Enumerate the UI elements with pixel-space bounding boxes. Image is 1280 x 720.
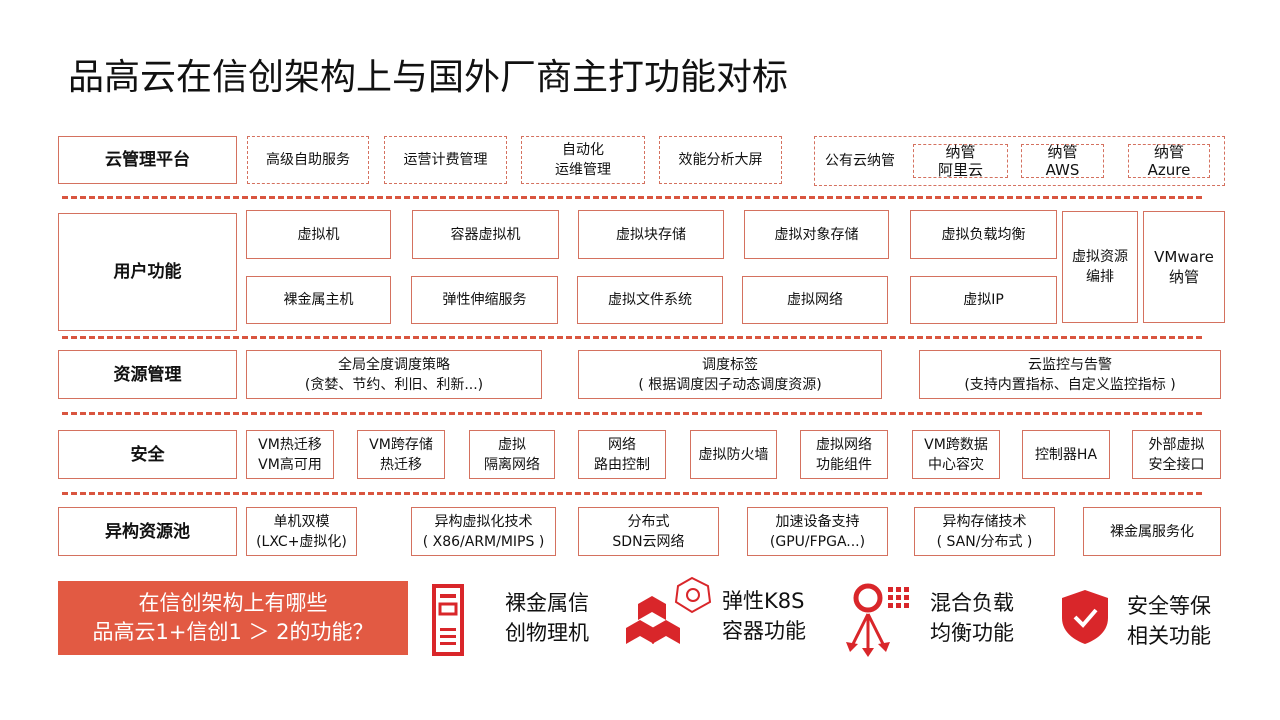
feature-box: 分布式 SDN云网络 — [578, 507, 719, 556]
layer-label-user: 用户功能 — [58, 213, 237, 331]
feature-box: 加速设备支持 (GPU/FPGA...) — [747, 507, 888, 556]
feature-box: 控制器HA — [1022, 430, 1110, 479]
feature-box: 网络 路由控制 — [578, 430, 666, 479]
feature-box: 裸金属服务化 — [1083, 507, 1221, 556]
feature-box: VMware 纳管 — [1143, 211, 1225, 323]
feature-box: 虚拟资源 编排 — [1062, 211, 1138, 323]
feature-box: 裸金属主机 — [246, 276, 391, 324]
feature-k8s: 弹性K8S 容器功能 — [722, 586, 806, 646]
layer-label-resource: 资源管理 — [58, 350, 237, 399]
feature-box: 虚拟网络 功能组件 — [800, 430, 888, 479]
feature-box: 异构虚拟化技术 ( X86/ARM/MIPS ) — [411, 507, 556, 556]
feature-line: 弹性K8S — [722, 589, 805, 613]
feature-security: 安全等保相关功能 — [1127, 591, 1211, 651]
feature-box: VM热迁移 VM高可用 — [246, 430, 334, 479]
feature-box: 虚拟块存储 — [578, 210, 724, 259]
feature-box: 单机双模 (LXC+虚拟化) — [246, 507, 357, 556]
feature-box: 弹性伸缩服务 — [411, 276, 558, 324]
feature-box: 虚拟机 — [246, 210, 391, 259]
feature-box: 运营计费管理 — [384, 136, 507, 184]
feature-box: 云监控与告警 (支持内置指标、自定义监控指标 ) — [919, 350, 1221, 399]
divider — [62, 336, 1202, 339]
feature-box: 虚拟防火墙 — [690, 430, 777, 479]
feature-line: 均衡功能 — [930, 621, 1014, 645]
feature-box: 异构存储技术 ( SAN/分布式 ) — [914, 507, 1055, 556]
divider — [62, 492, 1202, 495]
feature-box: 虚拟IP — [910, 276, 1057, 324]
feature-box: 虚拟负载均衡 — [910, 210, 1057, 259]
feature-line: 裸金属信 — [505, 591, 589, 615]
banner-line-2: 品高云1+信创1 ＞ 2的功能？ — [92, 620, 374, 644]
feature-line: 混合负载 — [930, 591, 1014, 615]
feature-box: VM跨数据 中心容灾 — [912, 430, 1000, 479]
feature-box: 调度标签 ( 根据调度因子动态调度资源) — [578, 350, 882, 399]
layer-label-pool: 异构资源池 — [58, 507, 237, 556]
feature-bare-metal: 裸金属信创物理机 — [505, 588, 589, 648]
feature-box: 虚拟文件系统 — [577, 276, 723, 324]
feature-box: 虚拟 隔离网络 — [469, 430, 555, 479]
divider — [62, 412, 1202, 415]
page-title: 品高云在信创架构上与国外厂商主打功能对标 — [68, 57, 789, 98]
feature-box: 高级自助服务 — [247, 136, 369, 184]
shield-check-icon — [1062, 590, 1108, 644]
feature-line: 相关功能 — [1127, 624, 1211, 648]
feature-box: 纳管 阿里云 — [913, 143, 1008, 179]
feature-load-balance: 混合负载均衡功能 — [930, 588, 1014, 648]
public-cloud-group: 公有云纳管 — [814, 136, 1225, 186]
public-cloud-label: 公有云纳管 — [825, 153, 895, 169]
feature-box: 全局全度调度策略 (贪婪、节约、利旧、利新...) — [246, 350, 542, 399]
feature-box: 外部虚拟 安全接口 — [1132, 430, 1221, 479]
k8s-cubes-icon — [626, 576, 712, 644]
server-icon — [432, 584, 464, 656]
feature-box: 自动化 运维管理 — [521, 136, 645, 184]
feature-box: 容器虚拟机 — [412, 210, 559, 259]
feature-box: 虚拟网络 — [742, 276, 888, 324]
feature-box: 虚拟对象存储 — [744, 210, 889, 259]
load-balance-icon — [846, 583, 909, 657]
layer-label-cloud: 云管理平台 — [58, 136, 237, 184]
feature-box: 效能分析大屏 — [659, 136, 782, 184]
divider — [62, 196, 1202, 199]
feature-line: 容器功能 — [722, 619, 806, 643]
feature-line: 安全等保 — [1127, 594, 1211, 618]
question-banner: 在信创架构上有哪些 品高云1+信创1 ＞ 2的功能？ — [58, 581, 408, 655]
feature-box: 纳管 Azure — [1128, 143, 1210, 179]
feature-box: VM跨存储 热迁移 — [357, 430, 445, 479]
layer-label-security: 安全 — [58, 430, 237, 479]
feature-line: 创物理机 — [505, 621, 589, 645]
banner-line-1: 在信创架构上有哪些 — [138, 591, 328, 615]
feature-box: 纳管 AWS — [1021, 143, 1104, 179]
